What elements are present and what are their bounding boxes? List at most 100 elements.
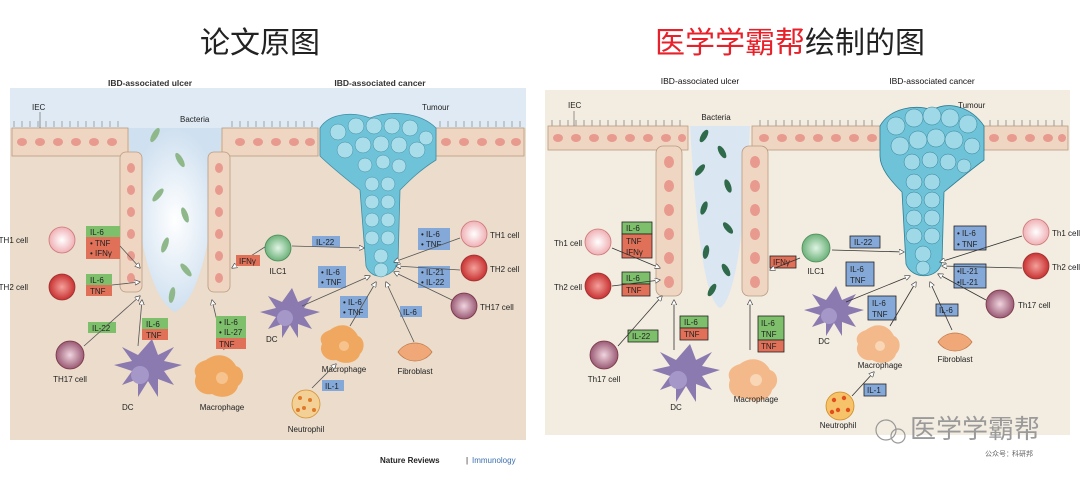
right-macrophage-ulcer-box: IL-6 TNF TNF	[757, 315, 785, 353]
right-dc-cancer	[804, 286, 864, 336]
svg-text:IL-6: IL-6	[761, 319, 775, 328]
right-bacteria-label: Bacteria	[701, 113, 731, 122]
heading-brand: 医学学霸帮	[655, 26, 805, 61]
right-tumour-label: Tumour	[958, 101, 986, 110]
svg-text:• IL-21: • IL-21	[421, 268, 445, 277]
left-neutrophil-granules	[296, 396, 316, 412]
left-dc-ulcer-label: DC	[122, 403, 134, 412]
right-ilc1-cell	[801, 233, 831, 263]
right-ilc1-arrow	[831, 250, 904, 252]
right-cancer-th17-cell	[985, 289, 1015, 319]
right-cancer-th1-label: Th1 cell	[1052, 229, 1080, 238]
right-th2-cytokine-box: IL-6 TNF	[621, 271, 651, 297]
right-ilc1-label: ILC1	[808, 267, 825, 276]
svg-text:• TNF: • TNF	[90, 239, 111, 248]
svg-text:• IL-6: • IL-6	[219, 318, 238, 327]
right-cancer-arrows	[845, 235, 1023, 331]
left-epithelium-nuclei	[17, 138, 521, 283]
right-neut-text: IL-1	[867, 386, 881, 395]
svg-text:TNF: TNF	[850, 276, 866, 285]
svg-text:IL-6: IL-6	[626, 274, 640, 283]
left-ilc1-cell	[264, 234, 292, 262]
right-cancer-th1-cell	[1022, 218, 1050, 246]
left-dc-ulcer-box: IL-6 TNF	[142, 318, 168, 340]
right-ulcer-arrows	[611, 247, 750, 350]
journal-separator: |	[466, 456, 468, 465]
svg-text:TNF: TNF	[626, 286, 642, 295]
svg-text:TNF: TNF	[219, 340, 235, 349]
svg-text:IL-6: IL-6	[684, 318, 698, 327]
svg-text:IL-6: IL-6	[850, 265, 864, 274]
svg-text:IL-6: IL-6	[626, 224, 640, 233]
svg-text:IL-6: IL-6	[90, 276, 104, 285]
svg-text:TNF: TNF	[90, 287, 106, 296]
right-th17-cell	[589, 340, 619, 370]
right-macrophage-ulcer-label: Macrophage	[734, 395, 779, 404]
right-cancer-th2-cell	[1022, 252, 1050, 280]
left-macrophage-ulcer	[194, 355, 244, 397]
left-panel: IBD-associated ulcer IBD-associated canc…	[0, 78, 526, 465]
right-dc-ulcer-box: IL-6 TNF	[679, 315, 709, 341]
right-ilc1-il22-text: IL-22	[854, 238, 873, 247]
right-neutrophil-granules	[829, 395, 851, 415]
left-th1-label: TH1 cell	[0, 236, 28, 245]
svg-text:IL-22: IL-22	[92, 324, 111, 333]
left-dc-ulcer	[114, 339, 182, 397]
right-tumour-cells	[886, 106, 981, 276]
right-fibroblast	[937, 332, 973, 352]
right-cancer-th1-box: • IL-6 • TNF	[953, 225, 987, 251]
svg-text:• TNF: • TNF	[343, 308, 364, 317]
left-ilc1-arrow	[291, 246, 364, 248]
left-th2-cytokine-box: IL-6 TNF	[86, 274, 112, 296]
left-cancer-th1-box: • IL-6 • TNF	[418, 228, 450, 250]
svg-text:• TNF: • TNF	[421, 240, 442, 249]
left-neutrophil	[291, 389, 321, 419]
right-panel: IBD-associated ulcer IBD-associated canc…	[545, 76, 1080, 458]
left-cancer-th17-cell	[450, 292, 478, 320]
right-iec-label: IEC	[568, 101, 582, 110]
right-th1-cytokine-box: IL-6 TNF IFNγ	[621, 221, 653, 259]
right-fibro-text: IL-6	[939, 306, 953, 315]
left-cancer-arrows	[301, 237, 461, 389]
left-bacteria-label: Bacteria	[180, 115, 210, 124]
right-cancer-title: IBD-associated cancer	[889, 76, 975, 86]
left-ilc1-il22-box	[312, 236, 340, 247]
right-macrophage-cancer-label: Macrophage	[858, 361, 903, 370]
right-neut-arrow	[851, 372, 874, 397]
left-neut-text: IL-1	[325, 382, 339, 391]
right-ulcer-title: IBD-associated ulcer	[661, 76, 740, 86]
wechat-icon	[875, 419, 897, 441]
svg-text:IFNγ: IFNγ	[626, 248, 643, 257]
right-macrophage-cancer-box: IL-6 TNF	[867, 295, 897, 321]
left-th17-cytokine-box: IL-22	[88, 322, 116, 333]
journal-name: Nature Reviews	[380, 456, 440, 465]
left-th1-cytokine-box: IL-6 • TNF • IFNγ	[86, 226, 120, 259]
right-ifng-box	[769, 255, 797, 269]
left-th1-cell	[48, 226, 76, 254]
left-fibro-text: IL-6	[403, 308, 417, 317]
right-cancer-th17-label: Th17 cell	[1018, 301, 1051, 310]
svg-text:• IFNγ: • IFNγ	[90, 249, 112, 258]
svg-text:• IL-6: • IL-6	[343, 298, 362, 307]
left-tumour-label: Tumour	[422, 103, 450, 112]
right-ulcer-lumen	[690, 126, 750, 308]
left-neut-box	[322, 380, 344, 391]
right-ilc1-il22-box	[849, 235, 881, 249]
left-ilc1-label: ILC1	[270, 267, 287, 276]
svg-text:IL-6: IL-6	[90, 228, 104, 237]
wechat-watermark: 医学学霸帮 公众号： 科研邦	[875, 415, 1040, 458]
journal-section: Immunology	[472, 456, 516, 465]
left-macrophage-ulcer-label: Macrophage	[200, 403, 245, 412]
left-cancer-th2-cell	[460, 254, 488, 282]
left-fibro-box	[400, 306, 422, 317]
right-th2-cell	[584, 272, 612, 300]
left-cancer-th1-label: TH1 cell	[490, 231, 520, 240]
svg-text:IL-22: IL-22	[632, 332, 651, 341]
left-cancer-th17-label: TH17 cell	[480, 303, 514, 312]
left-macrophage-ulcer-box: • IL-6 • IL-27 TNF	[216, 316, 246, 349]
svg-text:TNF: TNF	[761, 342, 777, 351]
right-dc-ulcer	[652, 344, 720, 402]
svg-text:TNF: TNF	[684, 330, 700, 339]
right-dc-cancer-box: IL-6 TNF	[845, 261, 875, 287]
